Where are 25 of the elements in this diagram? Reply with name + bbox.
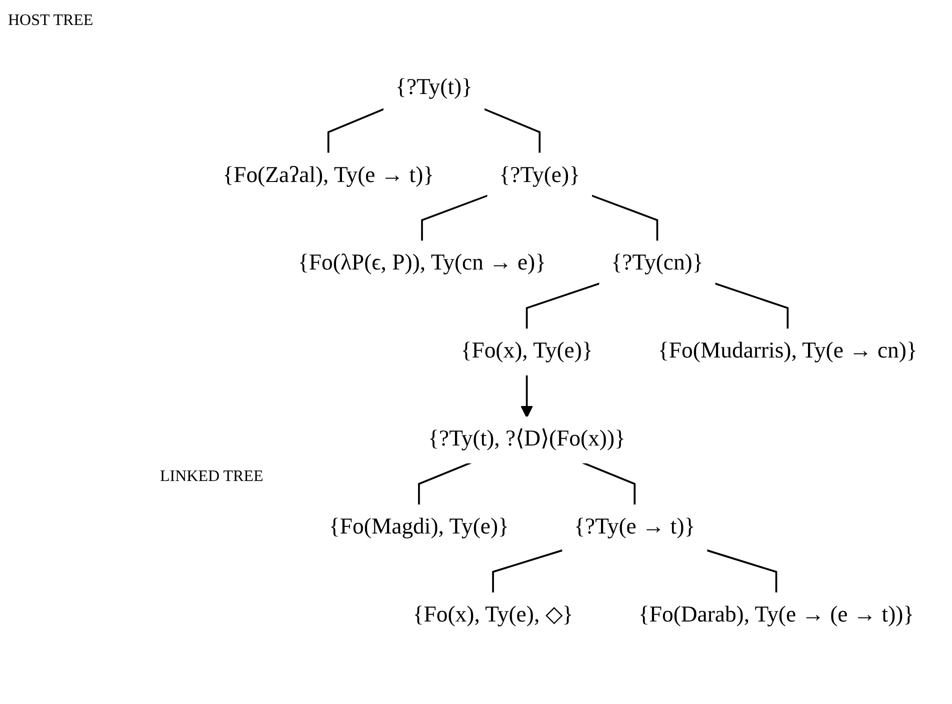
node-text: {?Ty(e)} [499,163,580,188]
node-text: {?Ty(e → t)} [574,515,696,540]
arrow [520,374,534,418]
connector [418,462,472,506]
node-text: {Fo(Darab), Ty(e → (e → t))} [638,603,914,628]
node-text: {Fo(x), Ty(e)} [460,339,593,364]
connector [492,549,564,594]
node-text: {Fo(Zaʔal), Ty(e → t)} [222,163,434,188]
node-text: {Fo(x), Ty(e), ◇} [412,603,574,628]
connector [526,282,600,330]
node-text: {?Ty(cn)} [611,251,704,276]
node-text: {Fo(Magdi), Ty(e)} [329,515,509,540]
connector [483,108,541,154]
node-text: {?Ty(t)} [396,75,472,100]
node-text: {?Ty(t), ?⟨D⟩(Fo(x))} [428,427,626,452]
node-text: {Fo(Mudarris), Ty(e → cn)} [658,339,918,364]
connector [582,462,636,506]
node-text: {Fo(λP(ϵ, P)), Ty(cn → e)} [298,251,546,276]
connector [714,282,789,330]
connector [421,194,488,242]
tree-label: LINKED TREE [160,468,264,486]
connector [706,549,778,594]
connector [327,108,385,154]
connector [590,194,658,242]
tree-label: HOST TREE [8,12,94,30]
